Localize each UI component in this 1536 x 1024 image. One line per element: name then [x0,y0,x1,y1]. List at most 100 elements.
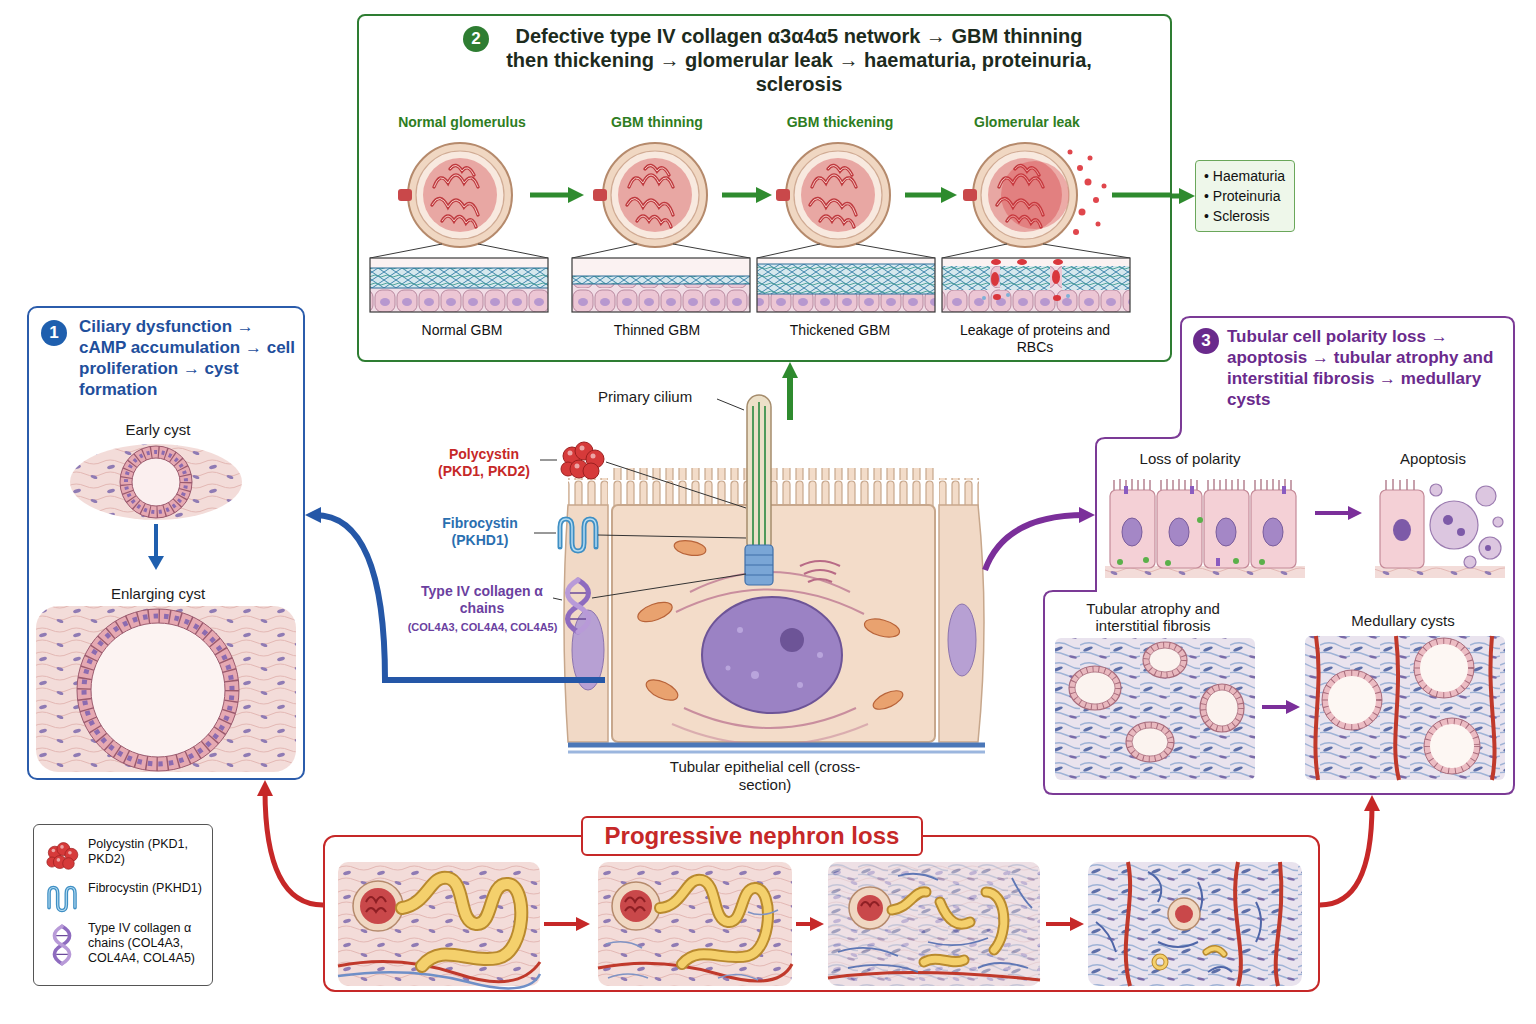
legend-icon-group [54,926,69,963]
illustration-rect [572,258,750,312]
illustration-circle [1197,517,1203,523]
illustration-polygon [1286,700,1300,714]
illustration-polygon [576,917,590,931]
illustration-path [986,892,1004,950]
illustration-use [568,580,589,632]
illustration-path [660,880,768,964]
illustration-path [838,874,1032,972]
illustration-rect [598,862,792,986]
illustration-g [568,187,957,203]
illustration-path [338,962,540,982]
illustration-path [370,268,548,288]
mechanism-panel: 2Defective type IV collagen α3α4α5 netwo… [357,14,1172,362]
illustration-rect [757,258,935,312]
illustration-circle [1006,293,1010,297]
illustration-circle [1322,670,1382,730]
illustration-path [808,579,832,582]
illustration-ellipse [1206,690,1238,726]
illustration-path [598,963,792,981]
illustration-path [553,598,562,600]
illustration-path [800,561,840,566]
illustration-g [576,917,1084,931]
illustration-path [370,244,548,258]
illustration-ellipse [1075,672,1115,704]
illustration-g [1124,486,1286,566]
illustration-circle [1073,229,1079,235]
legend-icon [40,835,84,879]
illustration-g [991,259,1063,301]
illustration-ellipse [1263,518,1283,546]
illustration-rect [942,266,990,290]
illustration-path [924,959,964,962]
illustration-path [540,460,557,461]
stage-label: GBM thinning [572,114,742,131]
illustration-path [892,892,926,910]
illustration-path [1112,193,1171,198]
illustration-g [338,862,540,988]
illustration-path [986,892,1004,950]
illustration-path [1096,872,1261,972]
illustration-g [370,244,1130,258]
illustration-g [726,627,824,688]
illustration-path [606,910,778,980]
illustration-circle [1096,222,1101,227]
figure-label: Early cyst [78,421,238,438]
illustration-rect [1216,558,1220,566]
illustration-rect [1282,486,1286,494]
illustration-path [1395,636,1399,780]
illustration-circle [91,623,225,757]
mechanism-panel: 3 Tubular cell polarity loss → apoptosis … [1043,316,1515,795]
outcome-item: • Sclerosis [1204,207,1270,225]
illustration-circle [1485,545,1491,551]
illustration-path [1126,862,1130,986]
callout-number: 3 [1193,328,1219,354]
protein-icons [534,399,746,632]
illustration-polygon [1348,506,1362,520]
illustration-ellipse [1393,519,1411,541]
illustration-circle [1154,956,1166,968]
flow-arrow [985,515,1085,570]
illustration-circle [1427,721,1477,771]
flow-arrow [315,515,605,680]
illustration-g [1068,150,1107,236]
illustration-circle [817,652,823,658]
illustration-circle [1093,197,1099,203]
illustration-rect [1124,486,1128,494]
illustration-path [572,276,750,284]
illustration-circle [1066,294,1070,298]
illustration-rect [745,545,773,585]
illustration-circle [84,616,232,764]
panel-heading: Defective type IV collagen α3α4α5 networ… [499,24,1099,96]
illustration-ellipse [863,616,902,641]
figure-label: Loss of polarity [1115,450,1265,467]
callout-number: 1 [41,320,67,346]
mechanism-panel: 1 Ciliary dysfunction → cAMP accumulation… [27,306,305,780]
illustration-ellipse [1169,518,1189,546]
illustration-circle [1325,673,1379,727]
illustration-ellipse [1053,295,1061,301]
legend-icon-shape [47,843,78,870]
illustration-circle [1414,638,1474,698]
illustration-rect [828,862,1040,986]
illustration-path [722,193,758,198]
illustration-path [753,402,765,550]
illustration-circle [1102,184,1107,189]
illustration-circle [1154,956,1166,968]
illustration-path [592,574,746,598]
stage-caption: Leakage of proteins and RBCs [955,322,1115,356]
illustration-g [1110,490,1296,568]
illustration-circle [1143,557,1149,563]
illustration-rect [747,395,771,555]
panel-heading: Tubular cell polarity loss → apoptosis →… [1227,326,1509,410]
illustration-ellipse [993,294,1001,300]
illustration-circle [360,888,396,924]
illustration-rect [612,505,935,742]
gene-label: (COL4A3, COL4A4, COL4A5) [400,620,565,634]
illustration-g [1069,642,1244,762]
illustration-circle [1077,165,1083,171]
illustration-path [1206,948,1224,954]
illustration-path [796,922,812,926]
illustration-circle [1325,673,1379,727]
flow-arrow [265,790,323,905]
panel-heading: Ciliary dysfunction → cAMP accumulation … [79,316,297,400]
